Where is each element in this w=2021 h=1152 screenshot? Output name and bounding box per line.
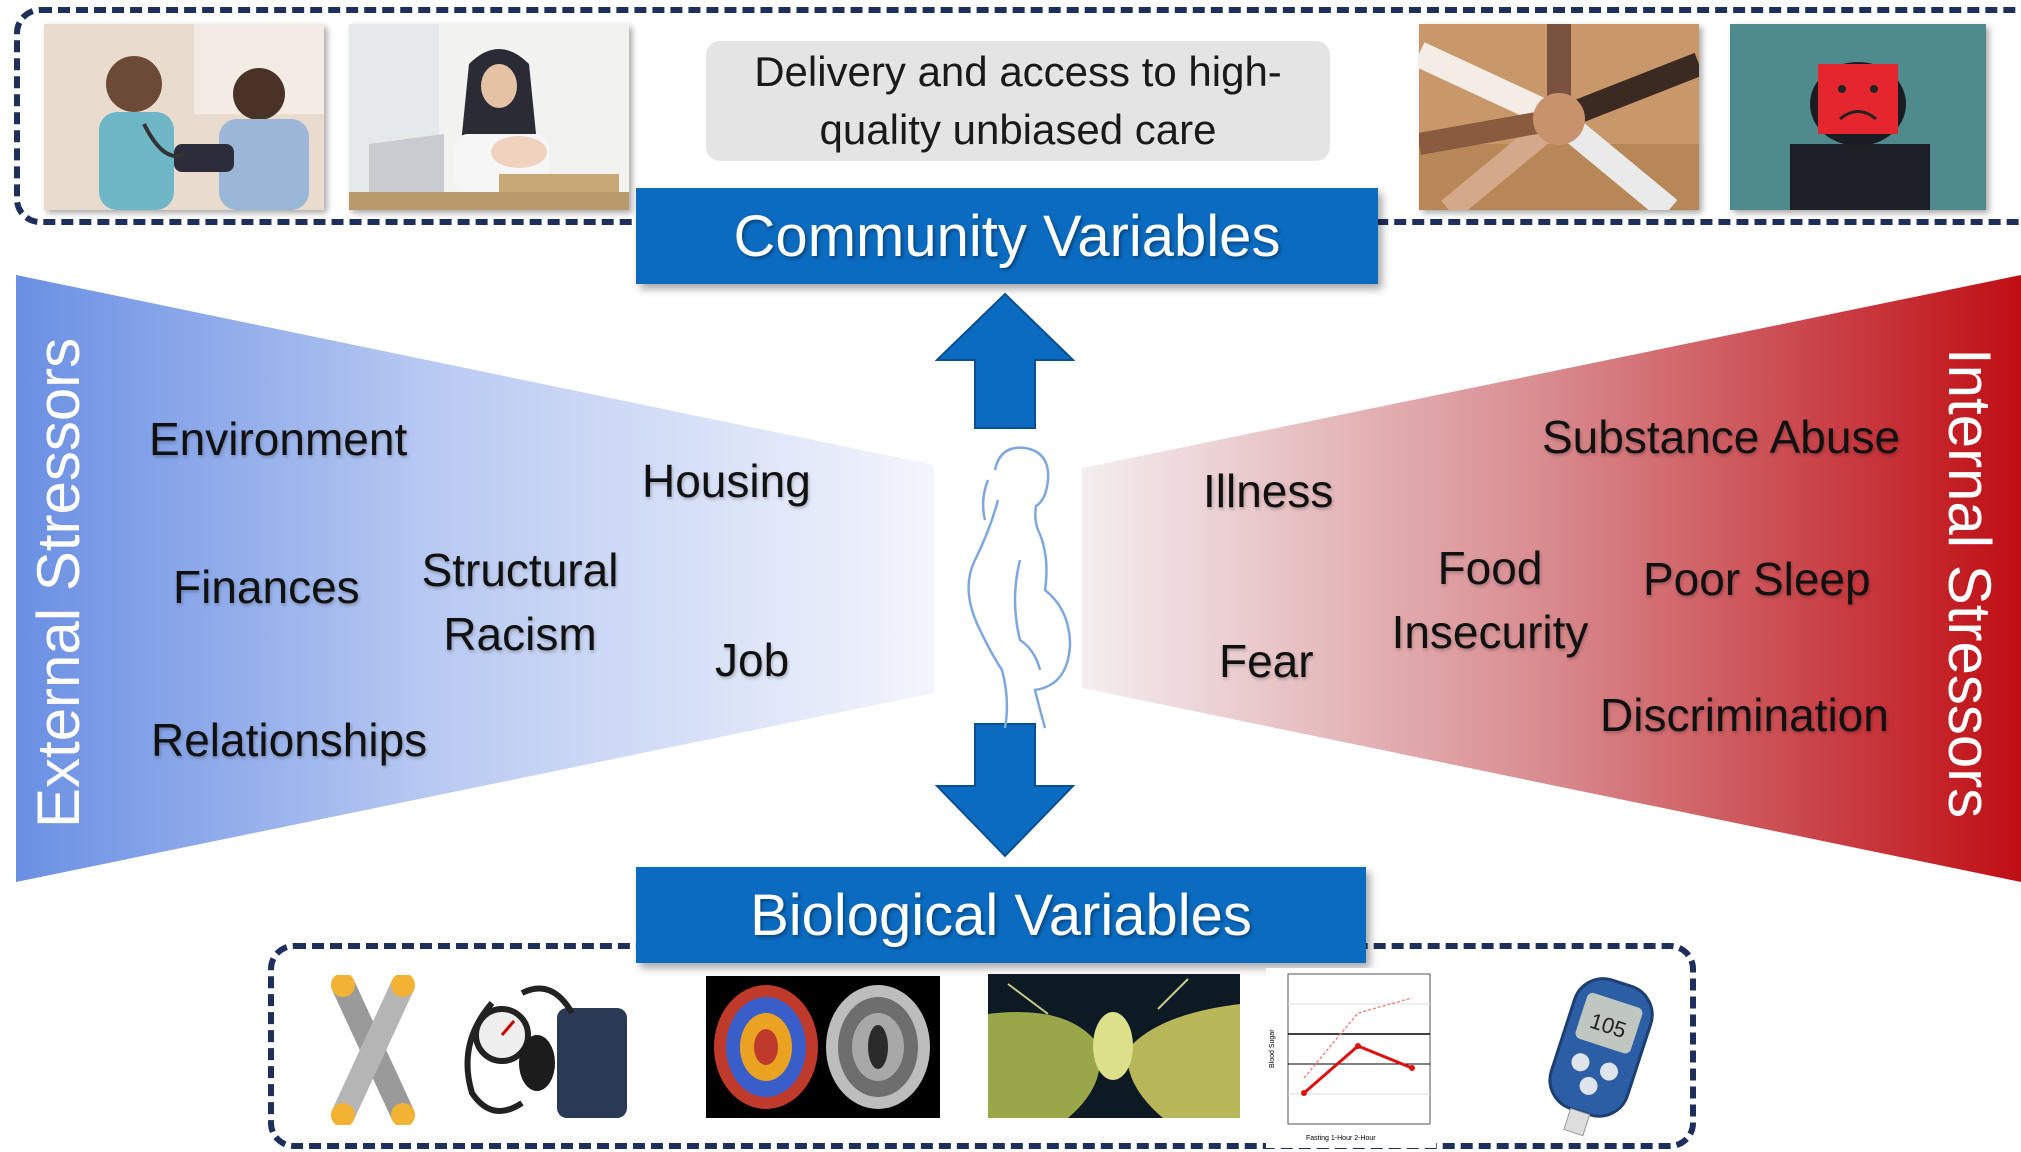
neuron-synapse-image — [988, 974, 1240, 1118]
food-insecurity-line-1: Food — [1437, 542, 1543, 594]
blood-sugar-chart-image: Blood Sugar Fasting 1-Hour 2-Hour — [1266, 968, 1436, 1148]
housing-label: Housing — [642, 455, 811, 507]
glucose-meter-image: 105 — [1548, 977, 1654, 1137]
mini-chart-xlabel: Fasting 1-Hour 2-Hour — [1306, 1135, 1376, 1142]
job-label: Job — [715, 634, 790, 686]
structural-racism-line-1: Structural — [421, 544, 619, 596]
community-variables-label: Community Variables — [733, 203, 1281, 269]
food-insecurity-line-2: Insecurity — [1391, 606, 1589, 658]
environment-label: Environment — [149, 413, 408, 465]
community-variables-banner: Community Variables — [636, 188, 1378, 284]
sphygmomanometer-image — [464, 985, 627, 1118]
food-insecurity-label: Food Insecurity — [1375, 536, 1605, 664]
mother-baby-laptop-photo — [349, 24, 629, 210]
stacked-hands-photo — [1419, 24, 1699, 210]
chromosome-image — [331, 975, 415, 1125]
care-access-callout: Delivery and access to high- quality unb… — [706, 41, 1330, 161]
finances-label: Finances — [173, 561, 360, 613]
structural-racism-label: Structural Racism — [410, 538, 630, 666]
callout-line-2: quality unbiased care — [819, 106, 1217, 153]
internal-stressors-wedge — [1082, 275, 2021, 882]
down-arrow-icon — [935, 723, 1075, 858]
up-arrow-icon — [935, 292, 1075, 429]
relationships-label: Relationships — [151, 714, 428, 766]
external-stressors-label: External Stressors — [25, 337, 92, 828]
mini-chart-ylabel: Blood Sugar — [1269, 1029, 1276, 1068]
biological-variables-label: Biological Variables — [750, 882, 1252, 948]
brain-scan-image — [706, 976, 940, 1118]
fear-label: Fear — [1219, 635, 1314, 687]
structural-racism-line-2: Racism — [443, 608, 597, 660]
poor-sleep-label: Poor Sleep — [1643, 553, 1871, 605]
nurse-blood-pressure-photo — [44, 24, 324, 210]
biological-variables-banner: Biological Variables — [636, 867, 1366, 963]
illness-label: Illness — [1203, 465, 1334, 517]
substance-abuse-label: Substance Abuse — [1542, 411, 1901, 463]
discrimination-label: Discrimination — [1600, 689, 1889, 741]
callout-line-1: Delivery and access to high- — [754, 48, 1282, 95]
sad-face-sign-photo — [1730, 24, 1986, 210]
internal-stressors-label: Internal Stressors — [1936, 348, 2003, 819]
external-stressors-wedge — [16, 275, 934, 882]
pregnant-woman-outline-icon — [967, 446, 1072, 729]
